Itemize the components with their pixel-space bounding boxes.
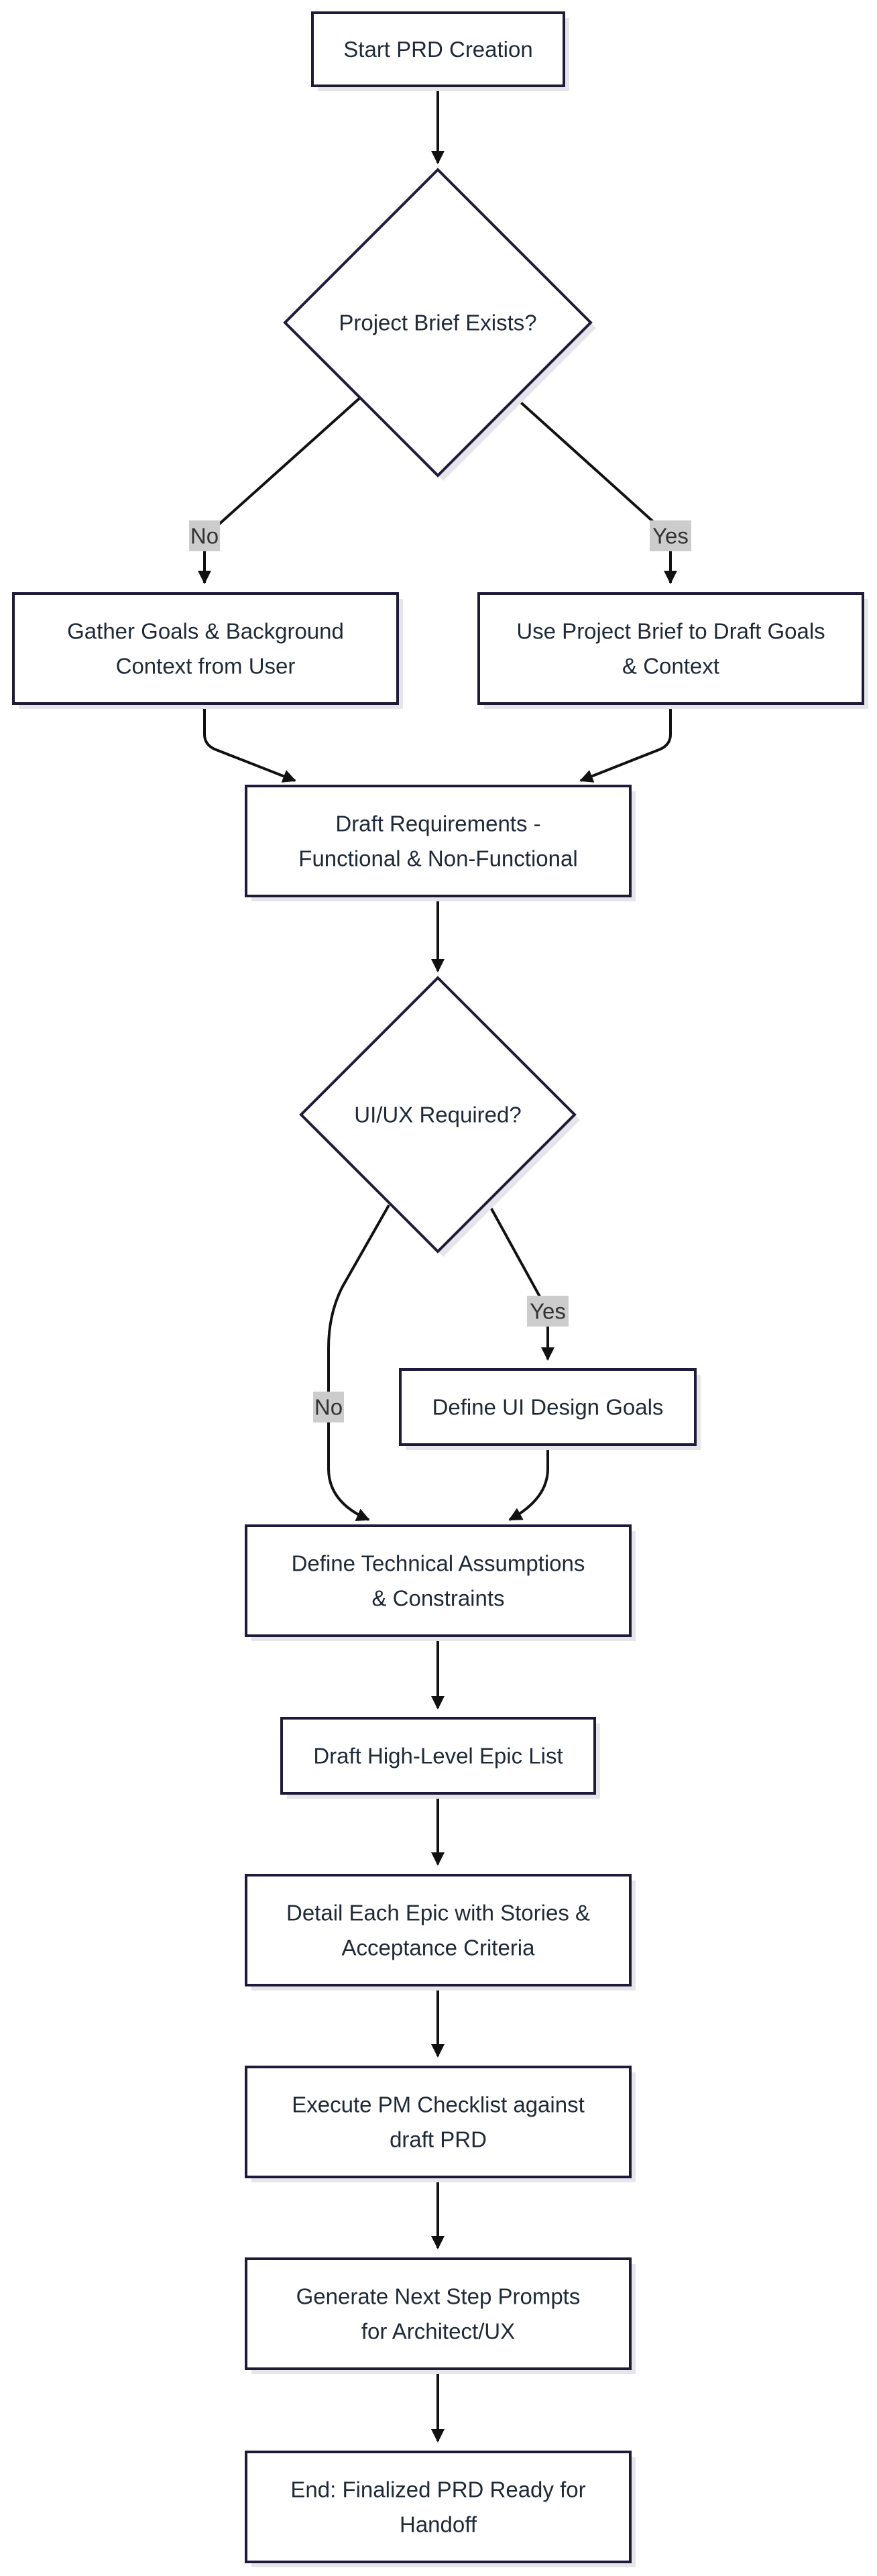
node-epic-list: Draft High-Level Epic List: [280, 1717, 600, 1799]
node-label-line: Start PRD Creation: [343, 37, 532, 62]
node-next-steps: Generate Next Step Prompts for Architect/…: [245, 2257, 636, 2374]
edge-label-text: Yes: [652, 524, 689, 549]
node-start: Start PRD Creation: [311, 11, 569, 91]
edge-brief-no-to-gather: [198, 397, 361, 584]
edge-brief-yes-to-use-brief: [515, 397, 677, 584]
node-uiux-decision: UI/UX Required?: [299, 976, 580, 1257]
node-use-brief: Use Project Brief to Draft Goals & Contex…: [477, 592, 868, 709]
edge-ui-goals-to-tech: [508, 1445, 549, 1521]
process-box: [12, 592, 399, 705]
edge-label-text: No: [314, 1395, 343, 1420]
node-label-line: Context from User: [116, 654, 296, 679]
node-label-line: Execute PM Checklist against: [292, 2092, 585, 2117]
decision-diamond: [299, 976, 577, 1253]
edge-use-brief-to-requirements: [579, 704, 672, 783]
process-box: [245, 785, 632, 897]
node-label-line: Generate Next Step Prompts: [296, 2284, 581, 2309]
node-label-line: & Constraints: [371, 1586, 504, 1611]
node-label-line: Draft High-Level Epic List: [313, 1744, 563, 1769]
node-label-line: Functional & Non-Functional: [298, 846, 577, 871]
edge-label-text: No: [190, 524, 219, 549]
node-pm-checklist: Execute PM Checklist against draft PRD: [245, 2066, 636, 2182]
edge-label-brief-no: No: [189, 520, 220, 551]
node-label-line: Project Brief Exists?: [339, 311, 536, 335]
edge-uiux-yes-to-ui-goals: [488, 1205, 554, 1361]
node-label-line: Detail Each Epic with Stories &: [286, 1901, 590, 1925]
edge-gather-to-requirements: [203, 704, 296, 783]
node-label-line: Acceptance Criteria: [342, 1936, 536, 1960]
process-box: [245, 1874, 632, 1986]
node-ui-goals: Define UI Design Goals: [399, 1368, 701, 1450]
node-label-line: Handoff: [400, 2512, 477, 2537]
process-box: [245, 1524, 632, 1637]
node-draft-requirements: Draft Requirements - Functional & Non-Fun…: [245, 785, 636, 901]
edges-layer: [198, 86, 677, 2443]
edge-label-background: [650, 520, 691, 551]
edge-label-background: [189, 520, 220, 551]
node-brief-decision: Project Brief Exists?: [283, 168, 596, 481]
edge-label-brief-yes: Yes: [650, 520, 691, 551]
node-label-line: draft PRD: [390, 2127, 487, 2152]
node-label-line: End: Finalized PRD Ready for: [290, 2477, 585, 2502]
edge-label-uiux-yes: Yes: [527, 1296, 569, 1327]
node-detail-epics: Detail Each Epic with Stories & Acceptanc…: [245, 1874, 636, 1991]
node-label-line: & Context: [622, 654, 719, 679]
process-box: [477, 592, 864, 705]
node-label-line: for Architect/UX: [361, 2319, 515, 2344]
node-label-line: Define UI Design Goals: [432, 1395, 664, 1420]
node-label-line: Gather Goals & Background: [67, 619, 344, 644]
node-label-line: Use Project Brief to Draft Goals: [516, 619, 825, 644]
process-box: [245, 2066, 632, 2178]
process-box: [311, 11, 565, 87]
process-box: [399, 1368, 697, 1446]
node-label-line: UI/UX Required?: [354, 1103, 521, 1127]
node-label-line: Draft Requirements -: [335, 811, 540, 836]
process-box: [280, 1717, 596, 1795]
process-box: [245, 2257, 632, 2370]
edge-label-background: [313, 1392, 344, 1422]
edge-label-uiux-no: No: [313, 1392, 344, 1422]
process-box: [245, 2451, 632, 2563]
edge-label-background: [527, 1296, 569, 1327]
edge-uiux-no-to-tech: [327, 1205, 390, 1522]
node-label-line: Define Technical Assumptions: [292, 1551, 585, 1576]
decision-diamond: [283, 168, 593, 478]
edge-label-text: Yes: [530, 1299, 566, 1324]
node-tech-assumptions: Define Technical Assumptions & Constraint…: [245, 1524, 636, 1641]
